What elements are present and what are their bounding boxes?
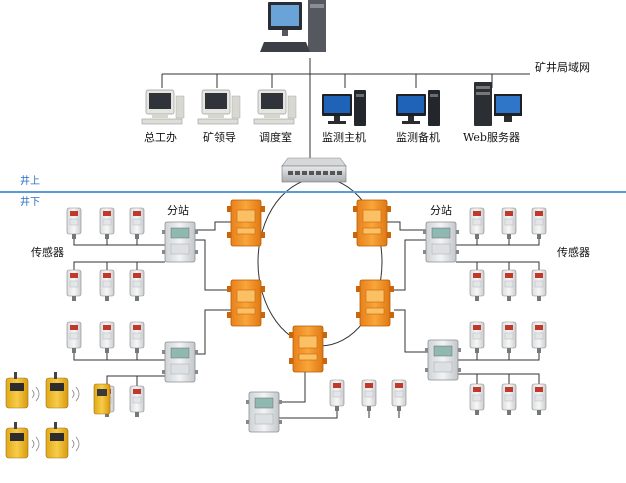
sensor-right-upper-row2-2 (531, 269, 547, 301)
yellow-sensor-icon (93, 383, 111, 415)
computer-label-general-office: 总工办 (144, 131, 177, 144)
cable (279, 372, 306, 403)
sensor-right-lower-row2-2 (531, 383, 547, 415)
sensor-bottom-0 (329, 379, 345, 411)
sensor-right-upper-row2-1 (501, 269, 517, 301)
computer-icon-monitor-backup (396, 90, 440, 126)
orange-switch-mid-right (356, 279, 394, 327)
wireless-tag-icon-3 (5, 422, 40, 459)
sensor-left-lower-row1-1 (99, 321, 115, 353)
computer-icon-general-office (141, 89, 185, 125)
sensor-right-lower-row1-2 (531, 321, 547, 353)
computer-label-monitor-host: 监测主机 (322, 131, 366, 144)
substation-left-upper (162, 221, 198, 263)
sensor-left-upper-row1-0 (66, 207, 82, 239)
computer-label-dispatch-room: 调度室 (259, 131, 292, 144)
substation-right-upper (423, 221, 459, 263)
sensor-left-upper-row2-1 (99, 269, 115, 301)
sensor-label-right: 传感器 (557, 246, 590, 259)
cable (195, 309, 231, 355)
computer-label-mine-leader: 矿领导 (203, 131, 236, 144)
computer-icon-monitor-host (322, 90, 366, 126)
sensor-left-lower-row1-0 (66, 321, 82, 353)
sensor-bottom-2 (391, 379, 407, 411)
sensor-left-upper-row2-2 (129, 269, 145, 301)
wireless-tag-icon-4 (45, 422, 80, 459)
cable (195, 239, 231, 291)
sensor-right-lower-row2-0 (469, 383, 485, 415)
wireless-tag-icon-1 (5, 372, 40, 409)
computer-icon-mine-leader (197, 89, 241, 125)
surface-label: 井上 (20, 176, 40, 187)
cable (73, 261, 165, 270)
computer-label-monitor-backup: 监测备机 (396, 131, 440, 144)
top-workstation-icon (260, 0, 326, 52)
cable (195, 221, 231, 231)
sensor-right-upper-row1-2 (531, 207, 547, 239)
sensor-bottom-1 (361, 379, 377, 411)
cable (73, 239, 165, 246)
web-server-icon (474, 82, 522, 126)
cable (279, 411, 338, 419)
substation-label-left: 分站 (167, 204, 189, 217)
orange-switch-top-right (353, 199, 391, 247)
cable (394, 309, 428, 353)
cable (106, 375, 165, 386)
substation-left-lower (162, 341, 198, 383)
sensor-right-lower-row1-1 (501, 321, 517, 353)
sensor-right-upper-row1-1 (501, 207, 517, 239)
cable (456, 239, 540, 246)
wireless-tag-icon-2 (45, 372, 80, 409)
sensor-left-lower-row1-2 (129, 321, 145, 353)
sensor-right-lower-row1-0 (469, 321, 485, 353)
substation-right-lower (425, 339, 461, 381)
cable (456, 261, 540, 270)
orange-switch-mid-left (227, 279, 265, 327)
cable (73, 353, 165, 361)
cable (458, 373, 540, 384)
underground-label: 井下 (20, 197, 40, 208)
computer-label-web-server: Web服务器 (463, 131, 520, 144)
sensor-left-upper-row1-1 (99, 207, 115, 239)
sensor-label-left: 传感器 (31, 246, 64, 259)
sensor-right-upper-row1-0 (469, 207, 485, 239)
sensor-left-upper-row2-0 (66, 269, 82, 301)
computer-icon-dispatch-room (253, 89, 297, 125)
orange-switch-bottom (289, 325, 327, 373)
sensor-left-lower-row2-1 (129, 385, 145, 417)
sensor-left-upper-row1-2 (129, 207, 145, 239)
network-label: 矿井局域网 (535, 61, 590, 74)
substation-bottom (246, 391, 282, 433)
network-switch-icon (281, 157, 347, 183)
cable (458, 353, 540, 361)
cable (394, 239, 426, 291)
cable (387, 221, 426, 231)
substation-label-right: 分站 (430, 204, 452, 217)
sensor-right-upper-row2-0 (469, 269, 485, 301)
orange-switch-top-left (227, 199, 265, 247)
sensor-right-lower-row2-1 (501, 383, 517, 415)
